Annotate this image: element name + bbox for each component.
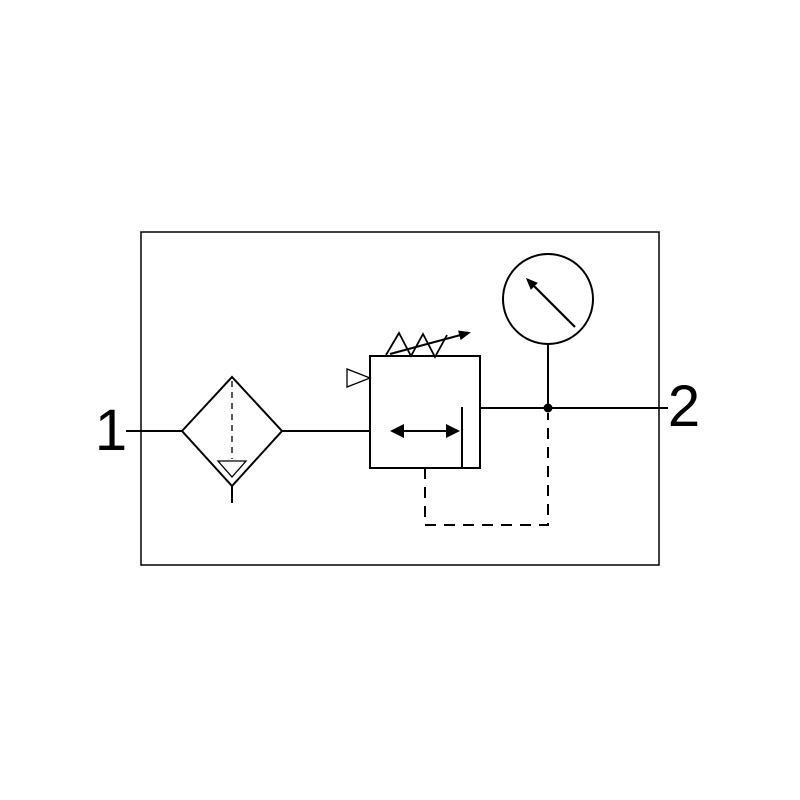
- pilot-line: [424, 413, 549, 526]
- regulator-body: [369, 355, 481, 469]
- port-2-label: 2: [668, 374, 700, 439]
- relief-triangle-icon: [346, 368, 372, 388]
- enclosure-frame: [140, 231, 660, 566]
- junction-dot: [543, 403, 553, 413]
- filter-symbol: [180, 375, 284, 503]
- flow-arrow-left-icon: [390, 424, 404, 438]
- gauge-needle-icon: [525, 277, 576, 328]
- port-1-label: 1: [95, 398, 127, 463]
- regulator-symbol: [346, 330, 481, 469]
- water-drain-triangle-icon: [216, 460, 248, 478]
- adjustment-arrow-icon: [389, 330, 471, 355]
- pressure-gauge-symbol: [502, 253, 594, 413]
- flow-arrow-right-icon: [446, 424, 460, 438]
- adjustment-spring-icon: [385, 331, 448, 359]
